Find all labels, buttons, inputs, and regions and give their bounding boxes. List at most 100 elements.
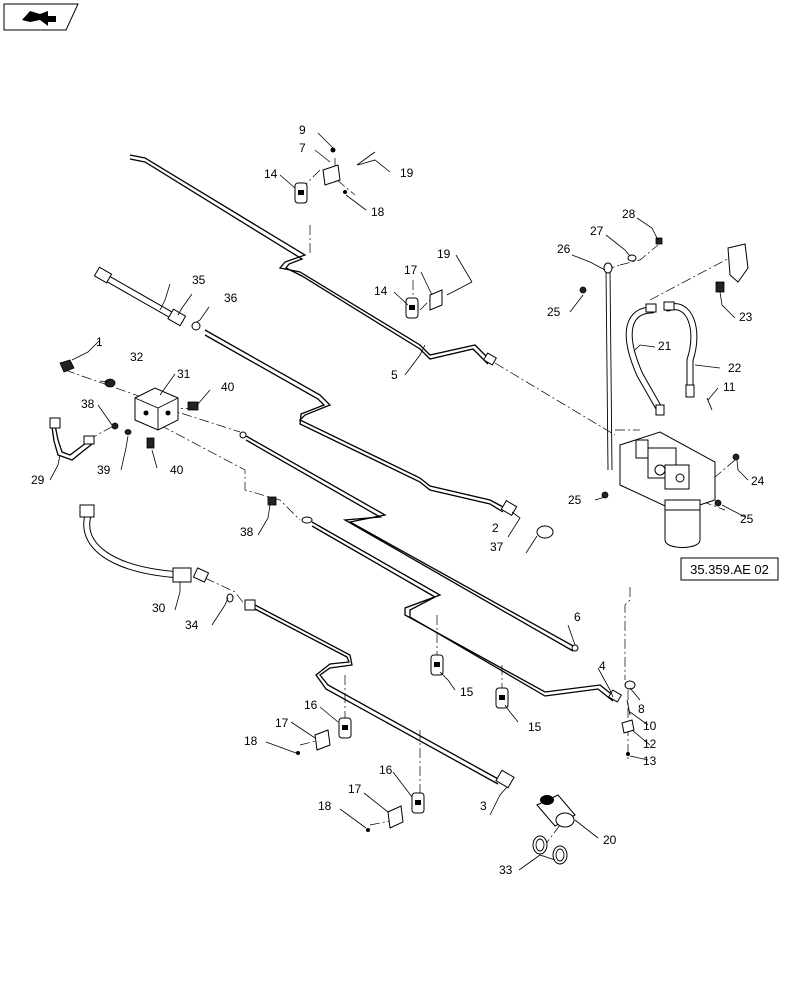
label-36: 36 — [224, 291, 238, 305]
fitting-1[interactable] — [59, 359, 75, 373]
label-35: 35 — [192, 273, 206, 287]
fitting-38-upper[interactable] — [111, 422, 119, 430]
tube-5[interactable] — [129, 154, 498, 366]
fitting-38-lower[interactable] — [267, 496, 277, 506]
bolt-11[interactable] — [706, 397, 713, 411]
label-38-upper: 38 — [81, 397, 95, 411]
nut-18-b[interactable] — [366, 828, 370, 832]
clamp-15-b[interactable] — [495, 687, 509, 709]
label-16-b: 16 — [379, 763, 393, 777]
label-29: 29 — [31, 473, 45, 487]
label-31: 31 — [177, 367, 191, 381]
label-18-b: 18 — [318, 799, 332, 813]
clamp-14-upper[interactable] — [294, 182, 308, 204]
label-39: 39 — [97, 463, 111, 477]
tube-6[interactable] — [239, 431, 579, 652]
label-25-right: 25 — [740, 512, 754, 526]
label-13: 13 — [643, 754, 657, 768]
rod-26[interactable] — [603, 262, 613, 471]
label-1: 1 — [96, 335, 103, 349]
hose-29[interactable] — [49, 417, 95, 461]
reference-box[interactable]: 35.359.AE 02 — [680, 557, 779, 581]
hose-30[interactable] — [79, 504, 210, 583]
filter-20[interactable] — [536, 794, 576, 828]
book-arrow-icon[interactable] — [3, 3, 79, 31]
washer-27[interactable] — [627, 254, 637, 262]
label-8: 8 — [638, 702, 645, 716]
label-25-left: 25 — [568, 493, 582, 507]
label-34: 34 — [185, 618, 199, 632]
tube-2[interactable] — [191, 321, 518, 517]
label-21: 21 — [658, 339, 672, 353]
fitting-39[interactable] — [124, 429, 132, 435]
label-40-lower: 40 — [170, 463, 184, 477]
fitting-top-right[interactable] — [727, 243, 749, 283]
label-17-a: 17 — [275, 716, 289, 730]
bracket-17-top[interactable] — [429, 289, 443, 311]
tube-4[interactable] — [301, 516, 623, 703]
nut-25-left[interactable] — [601, 491, 609, 499]
bolt-10[interactable] — [626, 699, 631, 716]
label-17-b: 17 — [348, 782, 362, 796]
fitting-8[interactable] — [624, 680, 636, 690]
clamp-16-b[interactable] — [411, 792, 425, 814]
label-18-a: 18 — [244, 734, 258, 748]
clamp-16-a[interactable] — [338, 717, 352, 739]
fitting-23[interactable] — [715, 281, 725, 293]
tube-3[interactable] — [226, 593, 515, 789]
label-2: 2 — [492, 521, 499, 535]
bolt-19-upper[interactable] — [356, 151, 376, 166]
label-15-b: 15 — [528, 720, 542, 734]
fitting-32[interactable] — [104, 378, 116, 388]
bracket-17-b[interactable] — [387, 805, 404, 829]
fitting-40-upper[interactable] — [187, 401, 199, 411]
bolt-28[interactable] — [655, 237, 663, 245]
nut-25-right[interactable] — [714, 499, 722, 507]
label-40-upper: 40 — [221, 380, 235, 394]
nut-13[interactable] — [626, 752, 630, 756]
bracket-7[interactable] — [322, 164, 341, 186]
clip-12[interactable] — [621, 719, 635, 734]
callout-labels: 1 2 3 4 5 6 7 8 9 10 11 12 13 14 14 15 1… — [31, 123, 765, 877]
label-37: 37 — [490, 540, 504, 554]
nut-18-a[interactable] — [296, 751, 300, 755]
bolt-19-mid[interactable] — [446, 281, 473, 296]
label-14-upper: 14 — [264, 167, 278, 181]
nut-18-upper[interactable] — [343, 190, 347, 194]
fitting-40-lower[interactable] — [146, 437, 155, 449]
label-32: 32 — [130, 350, 144, 364]
label-24: 24 — [751, 474, 765, 488]
label-27: 27 — [590, 224, 604, 238]
hose-35[interactable] — [93, 266, 187, 327]
clamp-33-a[interactable] — [532, 835, 548, 855]
label-11: 11 — [723, 380, 736, 394]
label-20: 20 — [603, 833, 617, 847]
label-38-lower: 38 — [240, 525, 254, 539]
nut-25-top[interactable] — [579, 286, 587, 294]
label-10: 10 — [643, 719, 657, 733]
reference-label[interactable]: 35.359.AE 02 — [690, 562, 769, 577]
label-26: 26 — [557, 242, 571, 256]
hose-22[interactable] — [663, 301, 698, 398]
bolt-9[interactable] — [330, 147, 336, 153]
nut-24[interactable] — [732, 453, 740, 461]
valve-assembly[interactable] — [619, 431, 716, 548]
bracket-17-a[interactable] — [314, 729, 331, 751]
label-18-upper: 18 — [371, 205, 385, 219]
clamp-14-mid[interactable] — [405, 297, 419, 319]
manifold-block-31[interactable] — [134, 387, 179, 431]
assembly-centerlines — [64, 158, 736, 846]
label-17-top: 17 — [404, 263, 418, 277]
clamp-15-a[interactable] — [430, 654, 444, 676]
hose-21[interactable] — [625, 303, 665, 416]
seal-37[interactable] — [536, 525, 554, 539]
label-23: 23 — [739, 310, 753, 324]
label-19-upper: 19 — [400, 166, 414, 180]
clamp-33-b[interactable] — [552, 845, 568, 865]
label-14-mid: 14 — [374, 284, 388, 298]
label-15-a: 15 — [460, 685, 474, 699]
label-7: 7 — [299, 141, 306, 155]
label-33: 33 — [499, 863, 513, 877]
label-22: 22 — [728, 361, 742, 375]
